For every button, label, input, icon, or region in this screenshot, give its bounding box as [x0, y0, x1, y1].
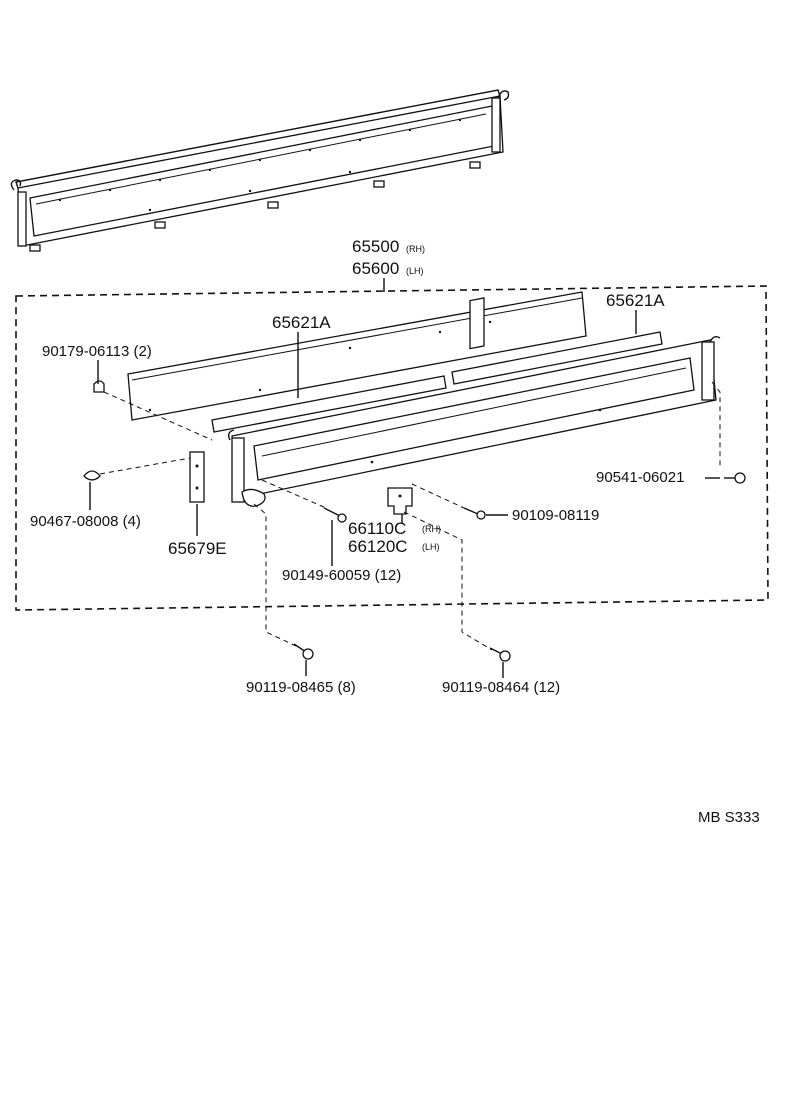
clip-90179 — [93, 380, 105, 393]
label-90149: 90149-60059 (12) — [282, 567, 401, 584]
label-90541: 90541-06021 — [596, 469, 684, 486]
bolt-90541 — [724, 472, 746, 484]
frame-left-hook — [227, 429, 235, 441]
left-hook — [10, 179, 22, 191]
back-board-edge — [131, 297, 583, 381]
label-65621a-right: 65621A — [606, 291, 665, 310]
frame-bracket — [241, 488, 266, 507]
assembly-lh-number: 65600 — [352, 259, 399, 278]
frame-left-post — [231, 437, 245, 503]
bottom-tab — [154, 221, 166, 229]
bolt-90119-08465 — [293, 643, 314, 660]
assembly-label: 65500 (RH) 65600 (LH) — [352, 237, 425, 292]
hinge-65679e — [189, 451, 205, 503]
frame-inner-line — [261, 367, 687, 457]
label-90119-08464: 90119-08464 (12) — [442, 679, 560, 696]
right-hook — [497, 90, 510, 101]
assembly-path — [253, 503, 297, 647]
bottom-tab — [469, 161, 481, 169]
panel-inner-face — [29, 105, 495, 237]
assembly-path — [99, 457, 191, 475]
left-post — [17, 191, 27, 247]
exploded-parts — [83, 291, 746, 651]
bottom-tab — [29, 244, 41, 252]
exploded-view-boundary — [15, 285, 769, 611]
diagram-code: MB S333 — [698, 809, 760, 826]
assembly-lh-suffix: (LH) — [406, 266, 424, 276]
assembly-path — [711, 381, 721, 468]
slat-left — [211, 375, 447, 433]
label-66110c: 66110C — [348, 519, 406, 538]
label-66120c: 66120C — [348, 537, 408, 556]
screw-90109 — [463, 507, 486, 520]
label-90109: 90109-08119 — [512, 507, 599, 524]
frame-center-post — [469, 297, 485, 350]
frame-right-hook — [709, 335, 721, 343]
assembled-side-panel — [10, 89, 510, 252]
label-65679e: 65679E — [168, 539, 227, 558]
bottom-tab — [267, 201, 279, 209]
right-post — [491, 97, 501, 153]
assembly-path — [103, 391, 213, 441]
label-90119-08465: 90119-08465 (8) — [246, 679, 356, 696]
assembly-path — [403, 511, 493, 651]
slat-right — [451, 331, 663, 385]
screw-90149 — [323, 507, 347, 523]
assembly-path — [261, 479, 327, 509]
bottom-tab — [373, 180, 385, 188]
assembly-path — [411, 483, 465, 509]
latch-66110c — [387, 487, 413, 515]
main-frame-window — [253, 357, 695, 481]
panel-top-rail — [15, 89, 501, 189]
assembly-rh-suffix: (RH) — [406, 244, 425, 254]
grommet-90467 — [83, 470, 101, 481]
frame-right-post — [701, 341, 715, 401]
label-65621a-left: 65621A — [272, 313, 331, 332]
label-66120c-suffix: (LH) — [422, 542, 440, 552]
panel-inner-edge — [35, 113, 487, 205]
assembly-rh-number: 65500 — [352, 237, 399, 256]
label-90179: 90179-06113 (2) — [42, 343, 152, 360]
label-66110c-suffix: (RH) — [422, 524, 441, 534]
label-90467: 90467-08008 (4) — [30, 513, 141, 530]
bolt-90119-08464 — [489, 647, 511, 662]
